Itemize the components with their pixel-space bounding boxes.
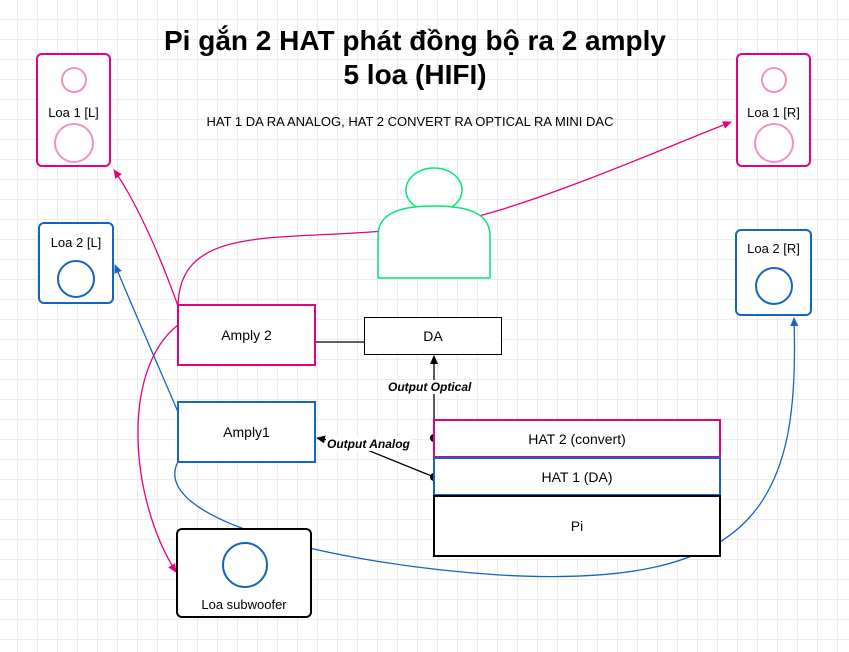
woofer-icon <box>222 542 268 588</box>
woofer-icon <box>54 123 94 163</box>
hat2-block[interactable]: HAT 2 (convert) <box>433 419 721 458</box>
speaker-loa2-right[interactable]: Loa 2 [R] <box>735 229 812 316</box>
title-line-1: Pi gắn 2 HAT phát đồng bộ ra 2 amply <box>164 25 666 56</box>
diagram-subtitle: HAT 1 DA RA ANALOG, HAT 2 CONVERT RA OPT… <box>206 114 614 129</box>
da-block[interactable]: DA <box>364 317 502 355</box>
amply1-block[interactable]: Amply1 <box>177 401 316 463</box>
speaker-label: Loa 1 [L] <box>48 105 99 120</box>
edge-amply2-loa1-left <box>113 169 179 307</box>
edge-amply2-subwoofer <box>137 324 179 573</box>
speaker-label: Loa 2 [L] <box>50 235 102 250</box>
title-line-2: 5 loa (HIFI) <box>343 59 487 90</box>
woofer-icon <box>755 267 793 305</box>
speaker-loa1-left[interactable]: Loa 1 [L] <box>36 53 111 167</box>
edge-amply1-loa2-left <box>114 264 179 413</box>
speaker-label: Loa 2 [R] <box>747 241 800 256</box>
tweeter-icon <box>61 67 87 93</box>
speaker-label: Loa subwoofer <box>201 597 287 612</box>
amply2-block[interactable]: Amply 2 <box>177 304 316 366</box>
pi-block[interactable]: Pi <box>433 495 721 557</box>
listener-person-icon <box>377 167 491 279</box>
woofer-icon <box>754 123 794 163</box>
speaker-loa2-left[interactable]: Loa 2 [L] <box>38 222 114 304</box>
woofer-icon <box>57 260 95 298</box>
speaker-label: Loa 1 [R] <box>747 105 800 120</box>
speaker-subwoofer[interactable]: Loa subwoofer <box>176 528 312 618</box>
diagram-title: Pi gắn 2 HAT phát đồng bộ ra 2 amply 5 l… <box>100 24 730 92</box>
tweeter-icon <box>761 67 787 93</box>
label-output-analog: Output Analog <box>326 437 411 451</box>
label-output-optical: Output Optical <box>387 380 473 394</box>
hat1-block[interactable]: HAT 1 (DA) <box>433 457 721 496</box>
speaker-loa1-right[interactable]: Loa 1 [R] <box>736 53 811 167</box>
edge-amply1-loa2-right <box>174 317 799 578</box>
